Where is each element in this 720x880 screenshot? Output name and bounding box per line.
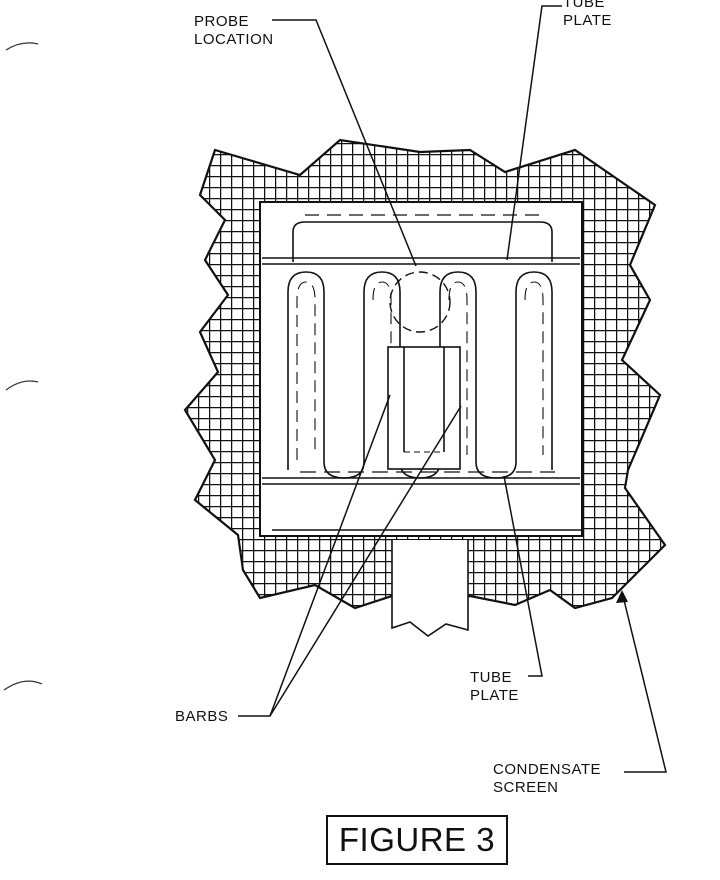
tube-bottom-leader xyxy=(503,475,543,677)
leader-lines xyxy=(238,5,667,773)
probe-stem xyxy=(391,540,469,637)
arc-mark-icon xyxy=(3,680,43,691)
condensate-leader xyxy=(621,591,667,773)
tube-bottom-label-line1: TUBE xyxy=(470,669,513,686)
condenser-tubes xyxy=(287,271,553,479)
probe-location-circle xyxy=(389,271,451,333)
condensate-label-line1: CONDENSATE xyxy=(493,761,602,778)
barbs-leader-2 xyxy=(269,405,462,717)
probe-location-label: PROBE LOCATION xyxy=(194,13,274,49)
tube-top-label-line2: PLATE xyxy=(563,12,612,29)
arc-mark-icon xyxy=(5,42,39,51)
tube-plate-top-label: TUBE PLATE xyxy=(563,0,612,30)
binder-hole-marks xyxy=(3,42,43,691)
barbs-label-text: BARBS xyxy=(175,708,229,725)
arrow-icon xyxy=(616,590,628,603)
bottom-tube-plate xyxy=(262,471,582,537)
tube-bottom-label-line2: PLATE xyxy=(470,687,519,704)
condensate-label-line2: SCREEN xyxy=(493,779,559,796)
tube-top-leader xyxy=(506,5,562,261)
tube-top-label-line1: TUBE xyxy=(563,0,606,11)
probe-label-line2: LOCATION xyxy=(194,31,274,48)
arc-mark-icon xyxy=(5,380,39,391)
tube-plate-bottom-label: TUBE PLATE xyxy=(470,669,519,705)
condensate-screen-label: CONDENSATE SCREEN xyxy=(493,761,601,797)
probe-leader xyxy=(272,19,417,267)
figure-caption: FIGURE 3 xyxy=(338,821,496,858)
figure-caption-box: FIGURE 3 xyxy=(326,815,508,865)
probe-label-line1: PROBE xyxy=(194,13,250,30)
barbs-label: BARBS xyxy=(175,708,228,726)
probe-clip xyxy=(387,346,461,470)
top-tube-plate xyxy=(262,214,580,265)
